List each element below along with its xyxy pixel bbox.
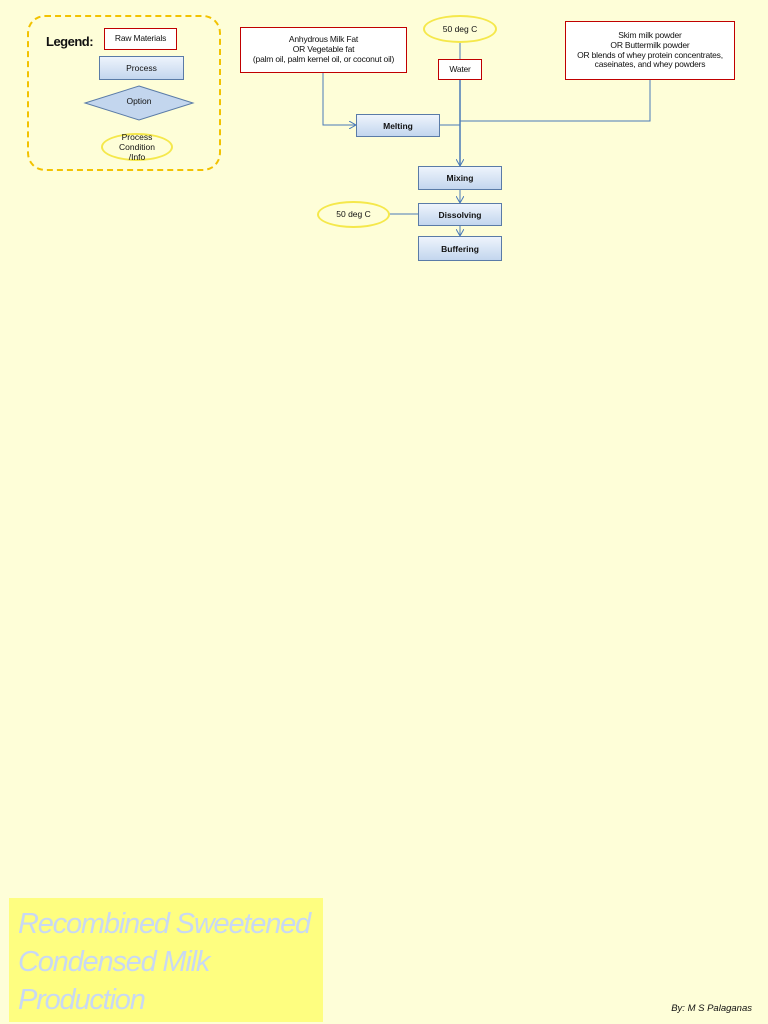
raw-material-water: Water [438, 59, 482, 80]
connector-powder-trunk [460, 80, 651, 122]
raw-material-powder: Skim milk powder OR Buttermilk powder OR… [565, 21, 735, 80]
legend-condition-line: Process [121, 131, 153, 142]
powder-line: Skim milk powder [618, 29, 682, 40]
title-banner [9, 898, 323, 1022]
title-line: Condensed Milk [18, 946, 210, 978]
legend-title: Legend: [46, 34, 94, 49]
process-mixing: Mixing [418, 166, 502, 190]
fat-line: Anhydrous Milk Fat [288, 34, 359, 45]
title-line: Recombined Sweetened [18, 908, 311, 940]
process-dissolving: Dissolving [418, 203, 502, 226]
process-melting: Melting [356, 114, 440, 137]
title-line: Production [18, 984, 146, 1016]
raw-material-fat: Anhydrous Milk Fat OR Vegetable fat (pal… [240, 27, 407, 73]
legend-condition-line: Condition [119, 141, 155, 152]
legend-panel [27, 15, 221, 171]
legend-option-label: Option [126, 96, 152, 106]
process-buffering: Buffering [418, 236, 502, 261]
author-credit: By: M S Palaganas [671, 1003, 752, 1014]
powder-line: OR Buttermilk powder [610, 39, 690, 50]
legend-condition-line: /Info [128, 152, 146, 163]
condition-dissolving-temp: 50 deg C [317, 201, 390, 228]
diagram-title: Recombined Sweetened Condensed Milk Prod… [18, 905, 318, 1019]
legend-raw-materials: Raw Materials [104, 28, 177, 50]
fat-line: (palm oil, palm kernel oil, or coconut o… [252, 53, 395, 64]
powder-line: caseinates, and whey powders [594, 59, 706, 70]
legend-condition: Process Condition /Info [101, 132, 173, 163]
legend-option-diamond [83, 85, 195, 121]
fat-line: OR Vegetable fat [292, 44, 355, 55]
condition-water-temp: 50 deg C [423, 15, 497, 43]
powder-line: OR blends of whey protein concentrates, [577, 49, 723, 60]
legend-condition-text: Process Condition /Info [119, 132, 155, 163]
legend-process: Process [99, 56, 184, 80]
connector-fat-melting [322, 73, 356, 125]
